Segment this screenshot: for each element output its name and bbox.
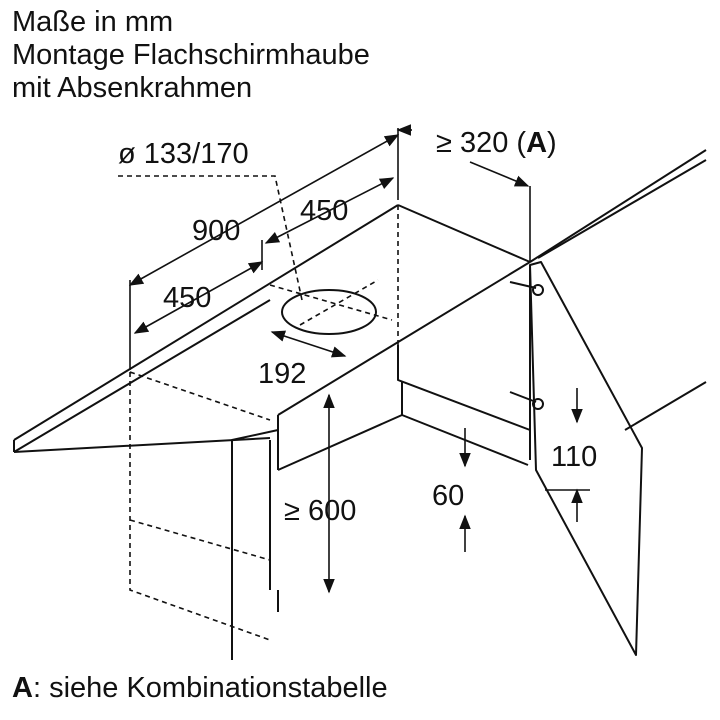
label-duct-offset: 192 bbox=[258, 358, 306, 390]
label-lower-offset: 60 bbox=[432, 480, 464, 512]
right-cabinet-top2 bbox=[537, 159, 707, 259]
niche-back-wall bbox=[397, 345, 531, 431]
label-half-width-left: 450 bbox=[163, 282, 211, 314]
hinge-lower-pin bbox=[532, 398, 544, 410]
title-product: Montage Flachschirmhaube bbox=[12, 39, 370, 71]
cabinet-lower-top bbox=[231, 429, 279, 660]
cabinet-left-panel-top bbox=[13, 437, 271, 453]
hidden-cabinet-outline bbox=[129, 371, 271, 641]
label-half-width-right: 450 bbox=[300, 195, 348, 227]
title-block: Maße in mm Montage Flachschirmhaube mit … bbox=[12, 6, 370, 105]
title-units: Maße in mm bbox=[12, 6, 174, 38]
hinge-upper bbox=[509, 281, 537, 289]
right-cabinet-top bbox=[529, 149, 707, 263]
hinge-upper-pin bbox=[532, 284, 544, 296]
label-min-clearance: ≥ 320 (A) bbox=[436, 127, 557, 159]
cabinet-top-front-right bbox=[277, 261, 531, 416]
niche-bottom bbox=[277, 414, 403, 471]
label-min-height: ≥ 600 bbox=[284, 495, 356, 527]
label-duct-diameter: ø 133/170 bbox=[118, 138, 249, 170]
dim-192 bbox=[270, 330, 347, 358]
hinge-lower bbox=[509, 391, 537, 403]
duct-cross-line bbox=[299, 279, 379, 326]
dim-450-right bbox=[264, 177, 395, 244]
label-total-width: 900 bbox=[192, 215, 240, 247]
dim-900 bbox=[128, 134, 400, 286]
dim-450-left bbox=[133, 261, 264, 334]
duct-opening bbox=[281, 289, 377, 335]
right-cabinet-lower bbox=[624, 381, 707, 431]
cabinet-top-right-edge bbox=[397, 204, 531, 263]
footnote-text: : siehe Kombinationstabelle bbox=[32, 672, 388, 704]
duct-axis-line bbox=[269, 284, 393, 321]
door-panel bbox=[529, 261, 643, 656]
label-frame-height: 110 bbox=[551, 441, 597, 473]
dim-320-arrow bbox=[469, 161, 530, 187]
footnote-ref: A bbox=[12, 672, 33, 704]
footnote: A: siehe Kombinationstabelle bbox=[12, 672, 388, 705]
title-subtitle: mit Absenkrahmen bbox=[12, 72, 253, 104]
